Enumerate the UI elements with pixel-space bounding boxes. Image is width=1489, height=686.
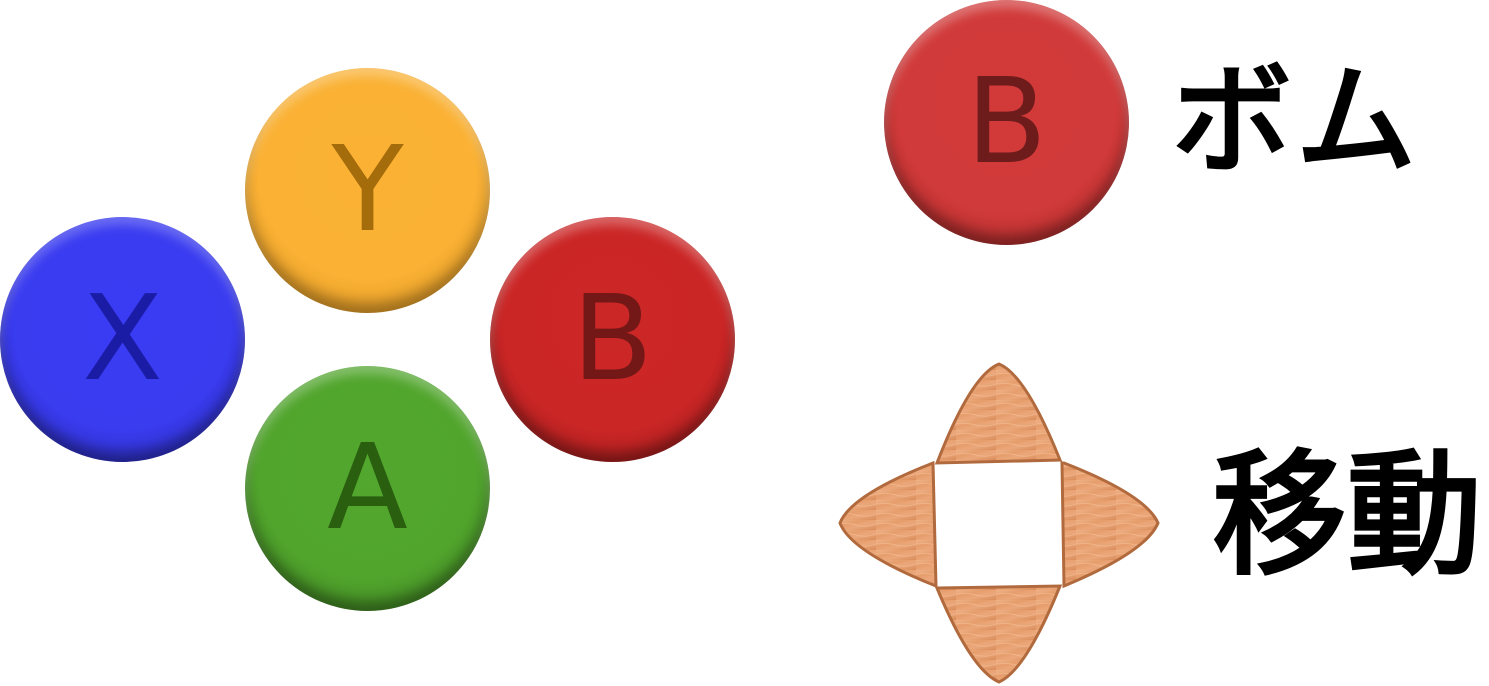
dpad-icon — [838, 362, 1160, 684]
dpad-down-arrow — [934, 584, 1063, 684]
y-button-label: Y — [331, 119, 404, 258]
move-action-label: 移動 — [1212, 437, 1482, 594]
bomb-b-button-icon: B — [884, 0, 1129, 245]
a-button-label: A — [327, 417, 408, 556]
x-button-icon: X — [0, 217, 245, 462]
b-button-label: B — [572, 268, 653, 407]
bomb-action-label: ボム — [1172, 52, 1420, 191]
x-button-label: X — [82, 268, 163, 407]
dpad-left-arrow — [838, 460, 938, 589]
bomb-b-button-label: B — [966, 51, 1047, 190]
y-button-icon: Y — [245, 68, 490, 313]
b-button-icon: B — [490, 217, 735, 462]
a-button-icon: A — [245, 366, 490, 611]
dpad-right-arrow — [1060, 461, 1160, 589]
dpad-up-arrow — [934, 362, 1063, 465]
